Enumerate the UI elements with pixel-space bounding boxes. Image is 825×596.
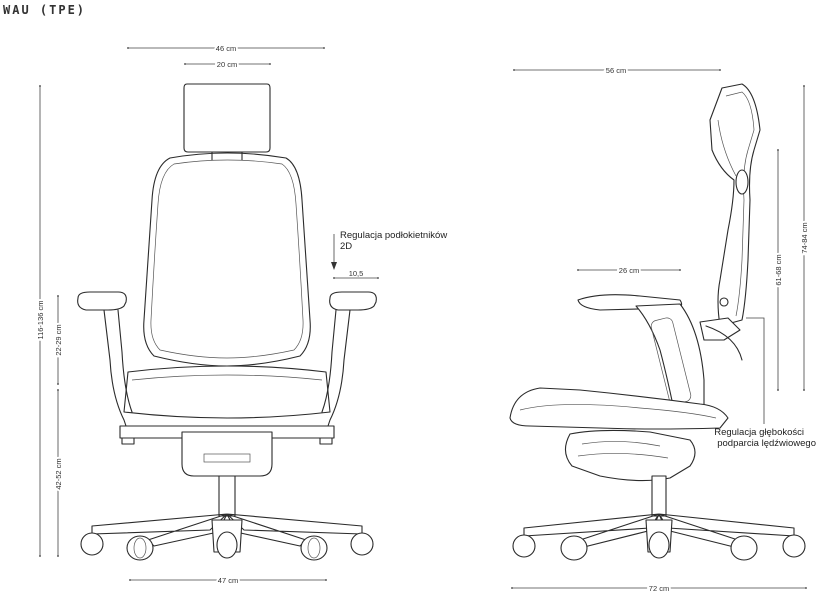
front-right-armrest (329, 291, 377, 311)
page-title: WAU (TPE) (3, 3, 87, 17)
dim-seat-height: 42-52 cm (54, 458, 63, 489)
front-casters (80, 531, 374, 561)
dim-armrest-length: 26 cm (619, 266, 639, 275)
dim-headrest-width: 20 cm (217, 60, 237, 69)
side-casters (512, 531, 806, 561)
dim-total-height: 116-136 cm (36, 300, 45, 339)
dim-backrest-height: 74-84 cm (800, 222, 809, 253)
note-lumbar-adjustment-2: podparcia lędźwiowego (717, 438, 816, 449)
side-seat (509, 387, 729, 430)
note-armrest-adjustment-2d: 2D (340, 241, 352, 252)
dim-base-depth: 72 cm (649, 584, 669, 593)
front-gas-cylinder (218, 475, 236, 517)
side-gas-cylinder (651, 475, 667, 517)
front-view: 46 cm 20 cm 116-136 cm 22-29 cm 42-52 cm… (34, 42, 447, 587)
side-view: 56 cm 26 cm 74-84 cm 61-68 cm 72 cm Regu… (509, 64, 816, 595)
side-mechanism (564, 429, 696, 482)
dim-overall-width-top: 46 cm (216, 44, 236, 53)
dim-depth-top: 56 cm (606, 66, 626, 75)
front-headrest (183, 83, 271, 153)
dim-back-height-from-seat: 61-68 cm (774, 254, 783, 285)
note-lumbar-adjustment: Regulacja głębokości (714, 427, 804, 438)
dim-armrest-offset: 10,5 (349, 269, 364, 278)
front-backrest (143, 152, 311, 367)
front-left-armrest (77, 291, 127, 311)
dim-base-width: 47 cm (218, 576, 238, 585)
dim-armrest-height: 22-29 cm (54, 324, 63, 355)
note-armrest-adjustment: Regulacja podłokietników (340, 230, 447, 241)
side-backrest-frame (709, 83, 761, 327)
front-seat (123, 365, 331, 419)
